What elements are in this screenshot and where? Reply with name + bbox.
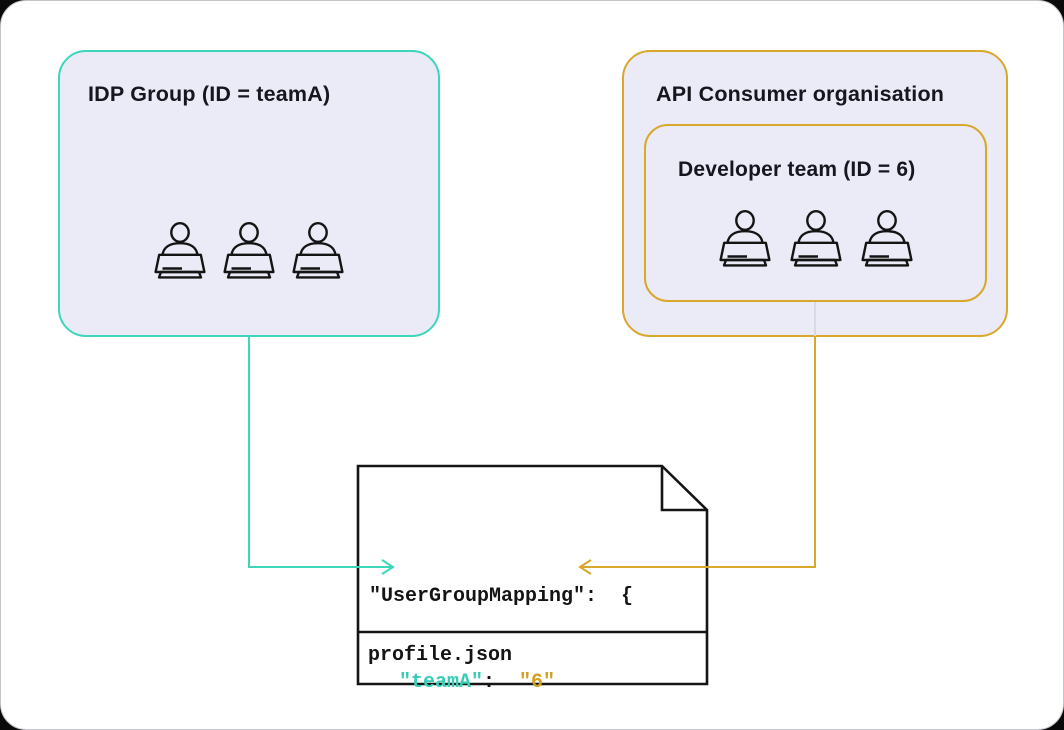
filename-label: profile.json [368, 644, 513, 667]
person-laptop-icon [152, 222, 208, 280]
developer-team-box: Developer team (ID = 6) [644, 124, 987, 302]
idp-group-title: IDP Group (ID = teamA) [88, 82, 331, 106]
person-laptop-icon [859, 210, 915, 268]
person-laptop-icon [717, 210, 773, 268]
code-key: "teamA" [399, 670, 484, 694]
api-consumer-org-title: API Consumer organisation [656, 82, 945, 106]
code-separator: : [483, 670, 520, 694]
mapping-code: "UserGroupMapping": { "teamA": "6" } [369, 526, 633, 730]
idp-group-box: IDP Group (ID = teamA) [58, 50, 440, 337]
idp-group-members [60, 222, 438, 280]
developer-team-members [646, 210, 985, 268]
code-value: "6" [519, 670, 556, 694]
code-line-mapping: "teamA": "6" [369, 669, 633, 698]
person-laptop-icon [788, 210, 844, 268]
api-consumer-org-box: API Consumer organisation Developer team… [622, 50, 1008, 337]
code-line-open: "UserGroupMapping": { [369, 585, 634, 608]
person-laptop-icon [290, 222, 346, 280]
developer-team-title: Developer team (ID = 6) [678, 158, 916, 181]
person-laptop-icon [221, 222, 277, 280]
